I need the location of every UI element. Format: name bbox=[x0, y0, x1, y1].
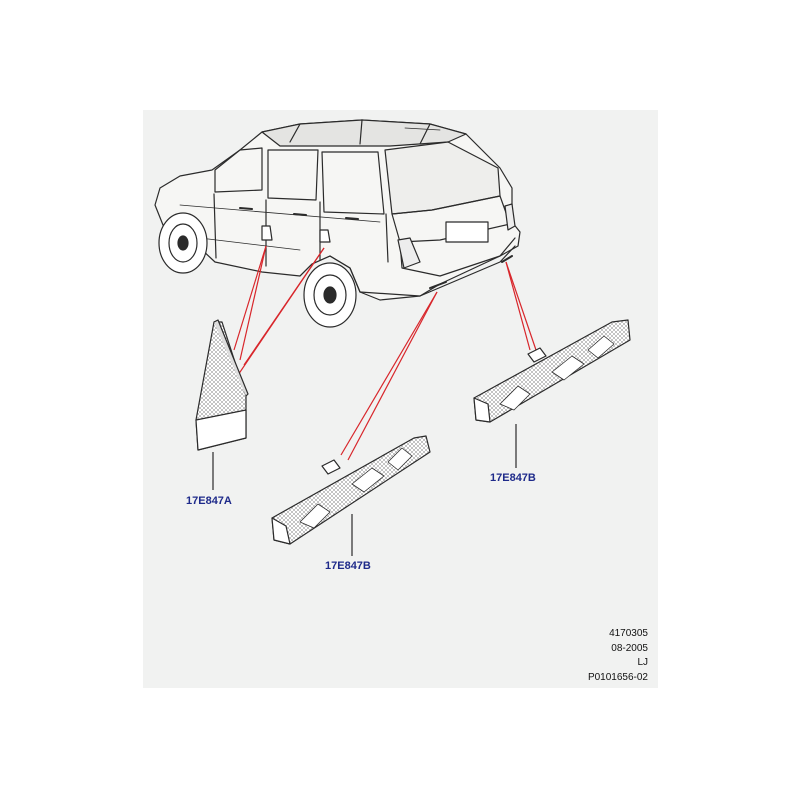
callout-leaders bbox=[212, 424, 517, 556]
part-17E847B-right-graphic bbox=[473, 319, 631, 423]
part-label-17E847A: 17E847A bbox=[186, 495, 232, 507]
drawing-reference: P0101656-02 bbox=[587, 672, 648, 683]
red-leader-lines bbox=[233, 245, 537, 461]
drawing-initials: LJ bbox=[637, 657, 648, 668]
drawing-number: 4170305 bbox=[609, 628, 648, 639]
part-17E847A-graphic bbox=[195, 319, 249, 451]
part-17E847B-left-graphic bbox=[271, 435, 431, 545]
drawing-date: 08-2005 bbox=[611, 643, 648, 654]
part-label-17E847B-right: 17E847B bbox=[490, 472, 536, 484]
vehicle-illustration bbox=[154, 119, 521, 328]
part-label-17E847B-left: 17E847B bbox=[325, 560, 371, 572]
